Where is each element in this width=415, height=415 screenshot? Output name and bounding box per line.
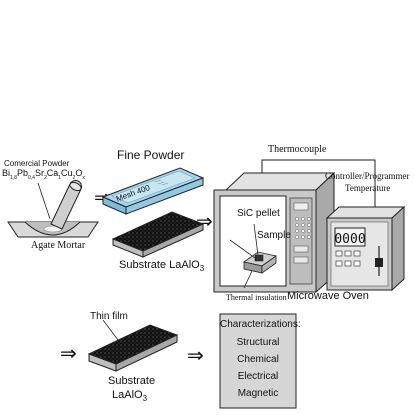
thermocouple-label: Thermocouple [268, 144, 327, 155]
thermal-insulation-label: Thermal insulation [226, 293, 287, 302]
insulation-pointer [243, 270, 253, 289]
microwave-oven-caption: Microwave Oven [287, 290, 369, 302]
controller-display: 0000 [334, 232, 365, 247]
sample-label: Sample [257, 230, 291, 241]
characterization-item: Magnetic [237, 388, 279, 399]
characterization-item: Chemical [237, 354, 279, 365]
arrow-3: ⇒ [60, 341, 77, 365]
sic-pellet-label: SiC pellet [237, 208, 280, 219]
fine-powder-label: Fine Powder [117, 148, 185, 162]
characterizations-box [219, 313, 297, 409]
substrate-label: Substrate LaAlO3 [119, 259, 205, 274]
thin-film-substrate-line1: Substrate [108, 375, 156, 387]
thin-film-substrate-line2: LaAlO3 [112, 389, 148, 404]
thermocouple-wire [261, 159, 376, 218]
substrate-coated [111, 211, 205, 258]
controller-label-line1: Controller/Programmer [325, 171, 410, 181]
sample-pointer [229, 239, 256, 259]
agate-mortar [7, 221, 99, 238]
thin-film-label: Thin film [90, 311, 128, 322]
pestle [50, 179, 83, 230]
temperature-controller [325, 205, 406, 292]
powder-formula: Bi1,8Pb0,4Sr2Ca1Cu2Ox [2, 168, 85, 181]
thin-film-substrate [87, 324, 179, 372]
characterization-item: Structural [236, 337, 280, 348]
sieve-tray [101, 167, 205, 215]
commercial-powder-label: Comercial Powder [4, 159, 70, 168]
agate-mortar-caption: Agate Mortar [31, 240, 86, 251]
characterization-item: Electrical [237, 371, 279, 382]
characterizations-title: Characterizations: [220, 319, 301, 330]
controller-label-line2: Temperature [345, 183, 391, 193]
powder-pointer [37, 182, 51, 220]
arrow-4: ⇒ [187, 343, 204, 367]
sic-pointer [253, 223, 259, 256]
thin-film-pointer [102, 319, 119, 341]
sic-pellet [243, 251, 277, 274]
